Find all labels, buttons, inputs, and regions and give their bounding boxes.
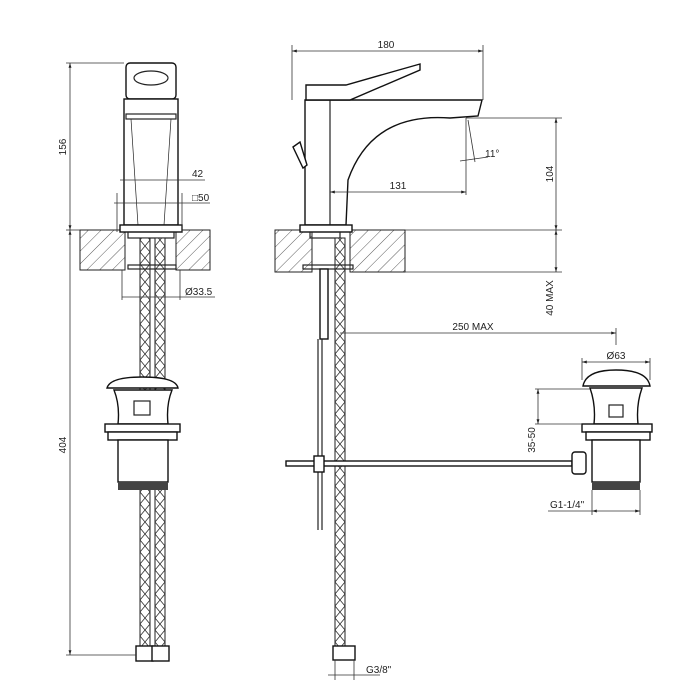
dim-label: G1-1/4" <box>550 500 585 511</box>
drain-front <box>104 376 181 490</box>
dim-label: 104 <box>545 165 556 182</box>
drain-side <box>581 369 653 490</box>
dim-label: 42 <box>192 169 204 180</box>
dim-label: Ø63 <box>607 351 626 362</box>
dim-angle-11: 11° <box>459 118 499 195</box>
faucet-body-front <box>119 62 183 239</box>
counter-section-left <box>79 229 211 271</box>
dim-length-180: 180 <box>291 40 484 100</box>
front-view: 156 404 42 □50 Ø33.5 <box>58 62 215 662</box>
supply-hose-side <box>302 237 356 661</box>
dim-label: 131 <box>390 181 407 192</box>
faucet-body-side <box>292 63 483 239</box>
dim-range-35-50: 35-50 <box>527 388 590 453</box>
dim-rod-250: 250 MAX <box>340 322 617 345</box>
dim-label: 250 MAX <box>452 322 493 333</box>
dim-label: G3/8" <box>366 665 392 676</box>
dim-thread-g1-1-4: G1-1/4" <box>548 490 641 515</box>
dim-counter-40: 40 MAX <box>405 230 562 316</box>
dim-label: 180 <box>378 40 395 51</box>
dim-drain-63: Ø63 <box>581 351 651 380</box>
side-view: 180 11° 131 104 40 MAX 250 MAX <box>274 40 653 680</box>
dim-base-50: □50 <box>114 193 210 232</box>
dim-height-156: 156 <box>58 62 124 230</box>
dim-label: 156 <box>58 138 69 155</box>
dim-hole-33-5: Ø33.5 <box>121 270 215 300</box>
dim-label: Ø33.5 <box>185 287 213 298</box>
counter-section-right <box>274 229 406 273</box>
dim-label: □50 <box>192 193 210 204</box>
dim-label: 404 <box>58 436 69 453</box>
dim-label: 11° <box>485 149 499 160</box>
dim-hose-404: 404 <box>58 229 136 656</box>
dim-label: 40 MAX <box>545 280 556 316</box>
dim-label: 35-50 <box>527 427 538 453</box>
dim-thread-g3-8: G3/8" <box>328 660 392 680</box>
dim-width-42: 42 <box>120 169 205 181</box>
drain-rod <box>285 451 587 475</box>
dim-height-104: 104 <box>405 117 562 231</box>
dim-reach-131: 131 <box>330 181 466 194</box>
